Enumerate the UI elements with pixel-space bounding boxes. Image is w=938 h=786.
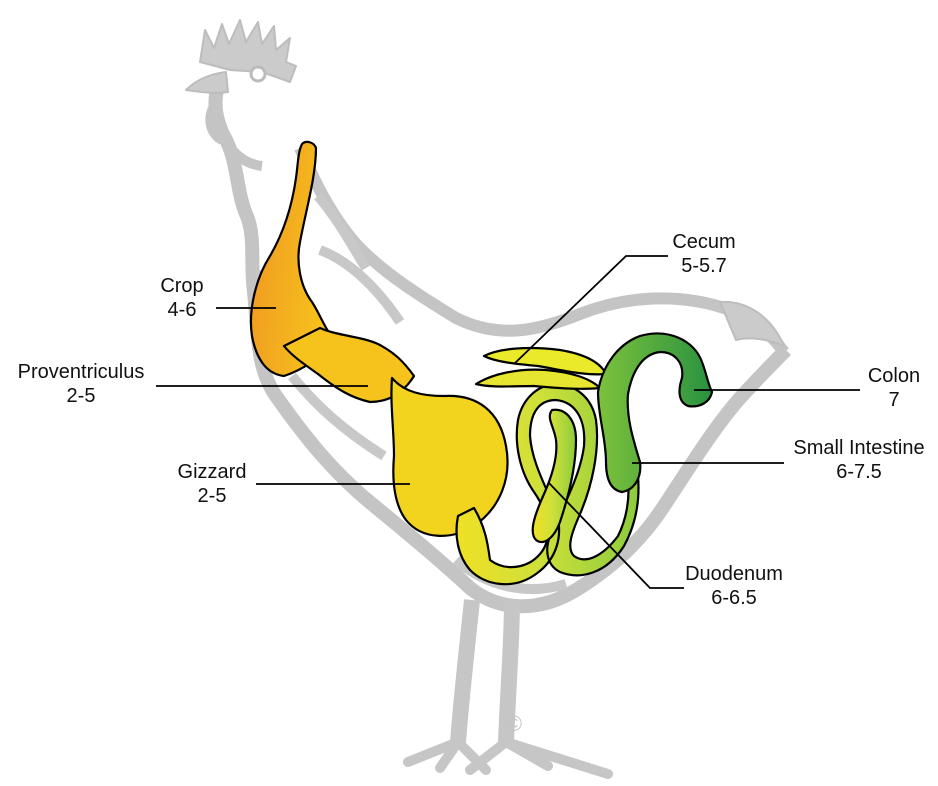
label-small-intestine-name: Small Intestine xyxy=(786,436,932,460)
eye xyxy=(251,67,265,81)
label-cecum-name: Cecum xyxy=(664,230,744,254)
leg-left xyxy=(458,600,472,742)
tail-feathers xyxy=(720,302,784,346)
label-colon-name: Colon xyxy=(862,364,926,388)
label-crop-value: 4-6 xyxy=(150,298,214,322)
comb xyxy=(200,20,296,82)
label-colon-value: 7 xyxy=(862,388,926,412)
label-duodenum: Duodenum 6-6.5 xyxy=(684,562,784,610)
copyright-symbol: © xyxy=(502,712,526,736)
label-duodenum-name: Duodenum xyxy=(684,562,784,586)
label-duodenum-value: 6-6.5 xyxy=(684,586,784,610)
label-proventriculus: Proventriculus 2-5 xyxy=(10,360,152,408)
label-cecum-value: 5-5.7 xyxy=(664,254,744,278)
label-gizzard-name: Gizzard xyxy=(172,460,252,484)
label-small-intestine-value: 6-7.5 xyxy=(786,460,932,484)
label-cecum: Cecum 5-5.7 xyxy=(664,230,744,278)
beak xyxy=(186,72,228,93)
label-proventriculus-name: Proventriculus xyxy=(10,360,152,384)
label-small-intestine: Small Intestine 6-7.5 xyxy=(786,436,932,484)
label-gizzard: Gizzard 2-5 xyxy=(172,460,252,508)
digestive-tract xyxy=(251,142,712,584)
label-proventriculus-value: 2-5 xyxy=(10,384,152,408)
label-colon: Colon 7 xyxy=(862,364,926,412)
label-gizzard-value: 2-5 xyxy=(172,484,252,508)
gizzard xyxy=(391,378,507,536)
label-crop-name: Crop xyxy=(150,274,214,298)
label-crop: Crop 4-6 xyxy=(150,274,214,322)
